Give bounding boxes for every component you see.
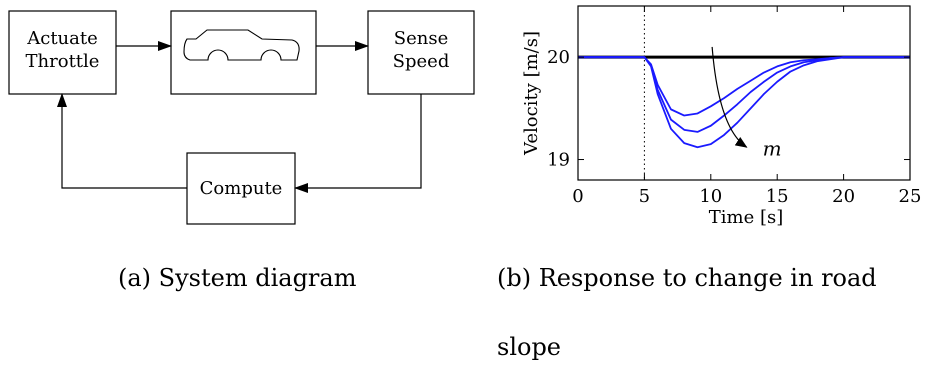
- x-tick-label: 5: [639, 186, 650, 207]
- plot-frame: [577, 5, 911, 181]
- sense-speed-block: [367, 10, 475, 95]
- arrow-compute-to-actuate: [57, 93, 187, 189]
- x-tick-label: 20: [832, 186, 855, 207]
- arrow-sense-to-compute: [294, 94, 422, 193]
- sense-label: Sense: [394, 28, 448, 49]
- y-tick-label: 19: [547, 150, 570, 171]
- car-block: [170, 10, 317, 95]
- x-tick-label: 0: [572, 186, 583, 207]
- compute-block: [186, 152, 296, 225]
- x-axis-label: Time [s]: [709, 207, 784, 228]
- actuate-label: Actuate: [26, 28, 98, 49]
- series-line-3: [578, 56, 910, 149]
- series-line-1: [578, 56, 910, 117]
- x-tick-label: 25: [899, 186, 922, 207]
- caption-b-line2: slope: [497, 333, 562, 361]
- y-tick-label: 20: [547, 47, 570, 68]
- x-tick-label: 10: [699, 186, 722, 207]
- speed-label: Speed: [393, 51, 450, 72]
- actuate-throttle-block: [8, 10, 117, 95]
- parameter-label-m: m: [763, 136, 782, 160]
- x-tick-label: 15: [766, 186, 789, 207]
- throttle-label: Throttle: [26, 51, 100, 72]
- series-line-2: [578, 56, 910, 133]
- caption-a: (a) System diagram: [118, 264, 357, 292]
- y-axis-label: Velocity [m/s]: [521, 31, 542, 156]
- car-icon: [183, 29, 300, 61]
- caption-b-line1: (b) Response to change in road: [497, 264, 877, 292]
- parameter-arrow: [711, 46, 748, 148]
- compute-label: Compute: [200, 178, 283, 199]
